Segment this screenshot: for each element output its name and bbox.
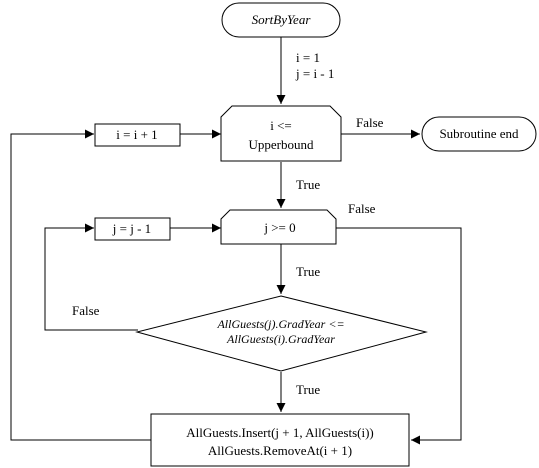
edge-action-to-inc-i bbox=[10, 129, 151, 441]
start-terminal bbox=[221, 2, 341, 38]
inc-i-label: i = i + 1 bbox=[116, 127, 157, 142]
edge-label-j-false: False bbox=[348, 201, 376, 216]
dec-j-box bbox=[94, 217, 171, 241]
start-label: SortByYear bbox=[252, 12, 312, 27]
init-label-1: i = 1 bbox=[296, 50, 320, 65]
inc-i-box bbox=[94, 123, 181, 147]
cond-j-label: j >= 0 bbox=[263, 220, 295, 235]
edge-label-grad-true: True bbox=[296, 382, 320, 397]
cond-i-label-2: Upperbound bbox=[249, 137, 314, 152]
cond-i-label-1: i <= bbox=[270, 118, 292, 133]
cond-j-box bbox=[220, 209, 337, 245]
end-label: Subroutine end bbox=[439, 126, 519, 141]
edge-label-i-false: False bbox=[356, 115, 384, 130]
edge-label-grad-false: False bbox=[72, 303, 100, 318]
dec-j-label: j = j - 1 bbox=[112, 221, 151, 236]
edge-label-j-true: True bbox=[296, 264, 320, 279]
cond-grad-label-1: AllGuests(j).GradYear <= bbox=[216, 317, 344, 331]
edge-cond-j-false-to-action bbox=[336, 227, 462, 445]
edge-label-i-true: True bbox=[296, 177, 320, 192]
action-box bbox=[150, 413, 410, 467]
cond-i-box bbox=[220, 105, 342, 162]
end-terminal bbox=[421, 116, 537, 152]
cond-grad-diamond bbox=[135, 295, 428, 372]
edge-cond-grad-false-to-dec-j bbox=[44, 223, 138, 331]
cond-grad-label-2: AllGuests(i).GradYear bbox=[226, 332, 335, 346]
init-label-2: j = i - 1 bbox=[295, 66, 334, 81]
action-label-2: AllGuests.RemoveAt(i + 1) bbox=[208, 443, 352, 458]
action-label-1: AllGuests.Insert(j + 1, AllGuests(i)) bbox=[186, 425, 374, 440]
